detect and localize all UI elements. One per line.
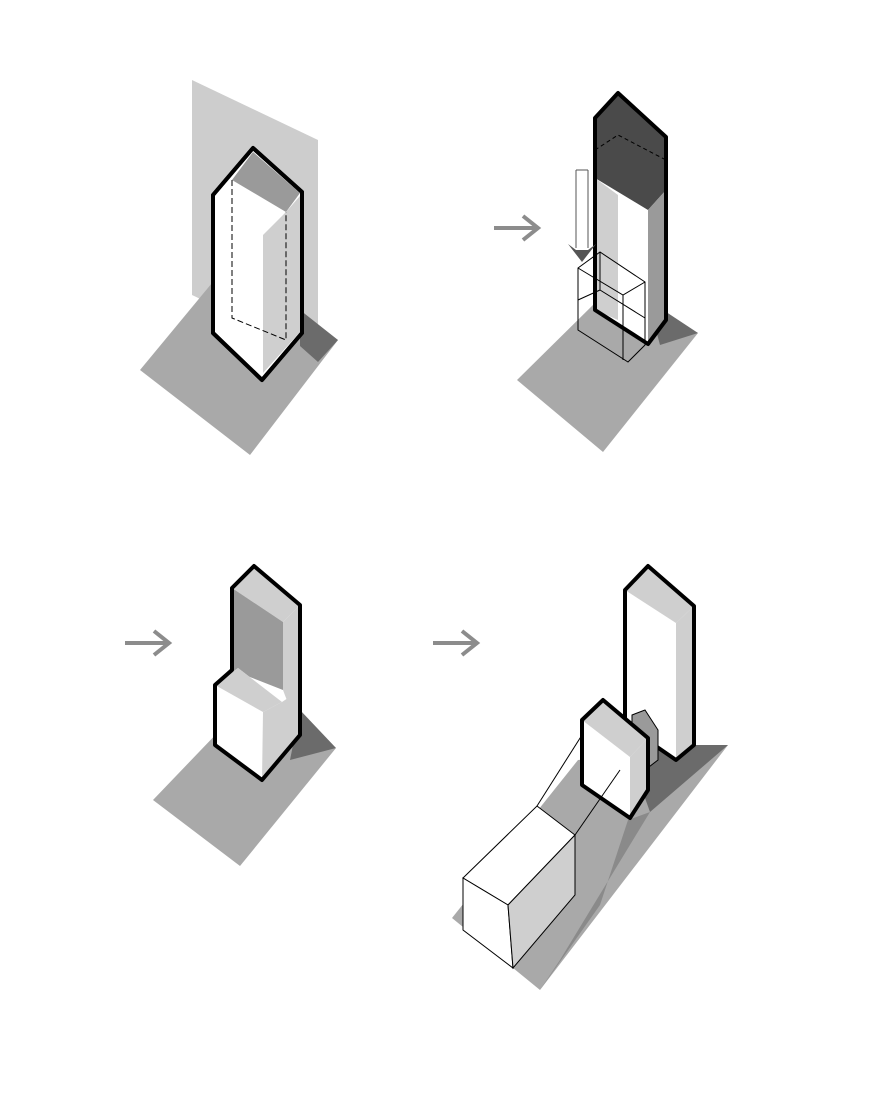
step-4-dark-shadow (635, 745, 728, 812)
step-3-tower-left-face (232, 588, 283, 690)
arrow-right-icon (494, 214, 542, 242)
step-2-top-hidden-edges (594, 134, 667, 161)
step-1-tower-side-face (263, 196, 300, 373)
step-3-tower-top (232, 566, 300, 622)
step-4-tower-side (676, 606, 694, 760)
step-4-pavilion-outline (580, 698, 650, 820)
step-4-pavilion-top (582, 700, 648, 757)
arrow-right-icon (125, 629, 173, 657)
step-2-tower-outline (593, 91, 668, 346)
step-4-low-block-side (507, 833, 576, 970)
step-2-tower-left-face (595, 178, 618, 320)
step-4-pavilion-side (630, 738, 648, 818)
step-2-tower-extraction (517, 91, 698, 452)
step-3-stepped-massing (153, 564, 336, 866)
step-4-tower-top (625, 566, 694, 623)
step-2-wireframe-volume (577, 251, 646, 363)
step-1-tower-outline (211, 146, 304, 382)
step-3-podium-side (262, 690, 300, 780)
step-4-wireframe-guide (536, 734, 621, 836)
step-1-hidden-edges (231, 180, 287, 341)
step-4-shadow-strip (540, 812, 650, 990)
step-3-outline (213, 564, 302, 782)
step-1-dark-shadow (300, 310, 338, 362)
arrow-down-icon (568, 169, 596, 262)
step-4-split-massing (452, 564, 728, 990)
arrow-right-icon (433, 629, 481, 657)
step-3-ground-shadow (153, 728, 336, 866)
step-2-tower-side-face (648, 190, 666, 344)
step-1-tower-in-plane (140, 80, 338, 455)
step-1-tower-top-face (232, 152, 300, 212)
step-3-podium-top (215, 668, 282, 712)
